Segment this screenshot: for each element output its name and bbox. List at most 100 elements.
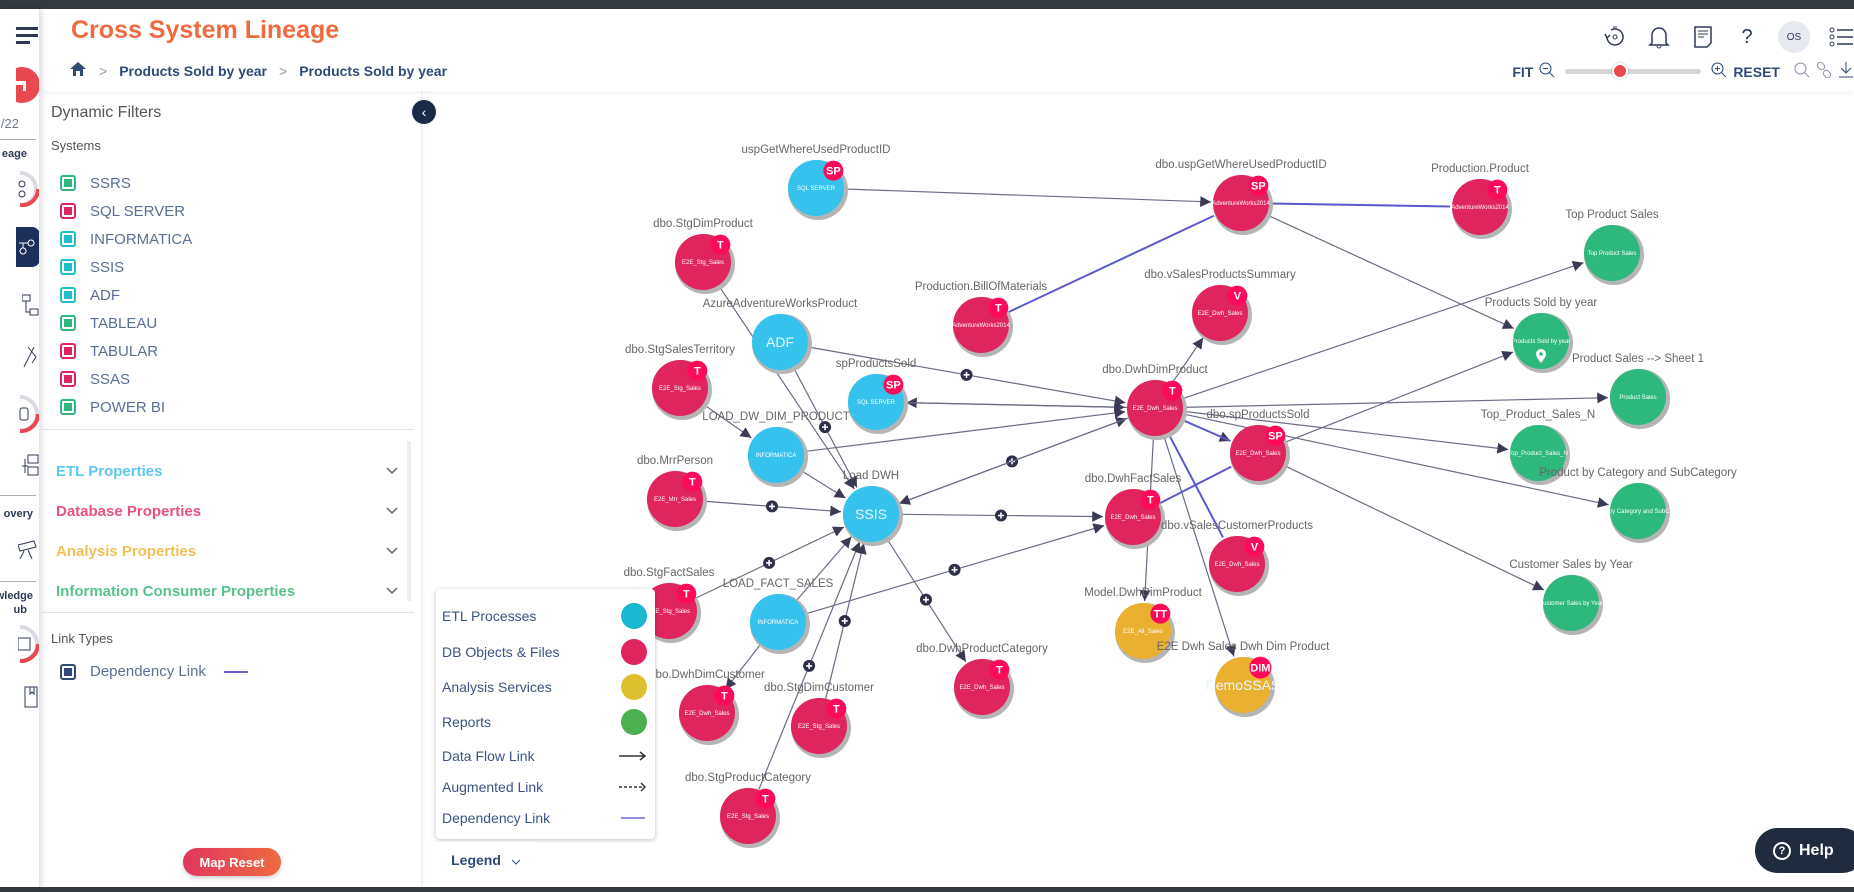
- lineage-node[interactable]: Product SalesProduct Sales --> Sheet 1: [1572, 353, 1704, 429]
- lineage-link-flow[interactable]: [803, 407, 1126, 453]
- lineage-link-flow[interactable]: [1182, 392, 1609, 408]
- checkbox[interactable]: [60, 371, 76, 387]
- zoom-out-icon[interactable]: [1539, 62, 1555, 81]
- property-section[interactable]: Database Properties: [56, 491, 406, 531]
- help-question-icon[interactable]: ?: [1741, 25, 1753, 48]
- link-type-dependency[interactable]: Dependency Link: [60, 663, 248, 680]
- notification-bell-icon[interactable]: [1646, 24, 1672, 50]
- lineage-ring-icon[interactable]: [0, 171, 39, 207]
- telescope-icon[interactable]: [0, 539, 39, 559]
- checkbox[interactable]: [60, 663, 76, 680]
- lineage-node[interactable]: Product by Category and SubCategoryProdu…: [1539, 467, 1737, 543]
- checkbox[interactable]: [60, 203, 76, 219]
- lineage-link-flow[interactable]: [898, 417, 1129, 505]
- catalog-ring-icon[interactable]: [0, 395, 39, 433]
- lineage-link-flow[interactable]: [1266, 214, 1514, 330]
- checkbox[interactable]: [60, 315, 76, 331]
- system-filter-item[interactable]: ADF: [60, 281, 192, 309]
- expand-plus-icon[interactable]: [763, 556, 776, 569]
- expand-plus-icon[interactable]: [919, 593, 932, 606]
- reset-button[interactable]: RESET: [1733, 63, 1780, 80]
- expand-plus-icon[interactable]: [819, 421, 832, 434]
- system-filter-item[interactable]: SSAS: [60, 365, 192, 393]
- lineage-link-dep[interactable]: [1180, 418, 1231, 442]
- map-reset-button[interactable]: Map Reset: [183, 848, 281, 876]
- checkbox[interactable]: [60, 399, 76, 415]
- history-timer-icon[interactable]: [1602, 24, 1628, 50]
- checkbox[interactable]: [60, 231, 76, 247]
- checkbox[interactable]: [60, 259, 76, 275]
- zoom-in-icon[interactable]: [1711, 62, 1727, 81]
- lineage-link-flow[interactable]: [724, 643, 762, 690]
- property-section[interactable]: Information Consumer Properties: [56, 571, 406, 611]
- expand-plus-icon[interactable]: [766, 500, 779, 513]
- property-section[interactable]: ETL Properties: [56, 451, 406, 491]
- collapse-panel-button[interactable]: ‹: [412, 100, 436, 124]
- expand-plus-icon[interactable]: [960, 368, 973, 381]
- expand-plus-icon[interactable]: [948, 563, 961, 576]
- checkbox[interactable]: [60, 343, 76, 359]
- search-icon[interactable]: [1794, 62, 1810, 81]
- system-filter-item[interactable]: INFORMATICA: [60, 225, 192, 253]
- lineage-link-flow[interactable]: [843, 188, 1212, 207]
- system-filter-item[interactable]: SSIS: [60, 253, 192, 281]
- lineage-link-flow[interactable]: [718, 284, 855, 490]
- expand-plus-icon[interactable]: [803, 659, 816, 672]
- system-filter-item[interactable]: SQL SERVER: [60, 197, 192, 225]
- home-icon[interactable]: [69, 61, 87, 80]
- lineage-link-flow[interactable]: [1181, 260, 1584, 400]
- zoom-slider-thumb[interactable]: [1611, 63, 1628, 79]
- lineage-node[interactable]: AdventureWorks2014Production.BillOfMater…: [915, 281, 1048, 357]
- system-filter-item[interactable]: SSRS: [60, 169, 192, 197]
- property-section[interactable]: Analysis Properties: [56, 531, 406, 571]
- cross-system-lineage-icon[interactable]: [0, 227, 39, 267]
- lineage-link-flow[interactable]: [1283, 350, 1514, 444]
- lineage-link-flow[interactable]: [702, 403, 752, 439]
- list-menu-icon[interactable]: [1828, 24, 1854, 50]
- lineage-link-flow[interactable]: [1282, 464, 1545, 591]
- hierarchy-icon[interactable]: [0, 293, 39, 317]
- lineage-link-flow[interactable]: [1182, 410, 1509, 454]
- legend-toggle-button[interactable]: Legend: [436, 842, 536, 878]
- zoom-slider[interactable]: [1565, 63, 1702, 79]
- knowledge-ring-icon[interactable]: [0, 625, 39, 663]
- checkbox[interactable]: [60, 287, 76, 303]
- lineage-node[interactable]: AdventureWorks2014dbo.uspGetWhereUsedPro…: [1155, 159, 1327, 235]
- checkbox[interactable]: [60, 175, 76, 191]
- fit-button[interactable]: FIT: [1512, 63, 1534, 80]
- system-filter-item[interactable]: TABULAR: [60, 337, 192, 365]
- lineage-link-flow[interactable]: [903, 401, 1126, 413]
- lineage-link-flow[interactable]: [799, 469, 846, 499]
- lineage-link-dep[interactable]: [1157, 465, 1232, 506]
- help-button[interactable]: ? Help: [1755, 828, 1854, 873]
- lineage-link-flow[interactable]: [795, 536, 852, 602]
- expand-plus-icon[interactable]: [995, 509, 1008, 522]
- lineage-link-flow[interactable]: [1162, 434, 1236, 657]
- breadcrumb-item[interactable]: Products Sold by year: [119, 62, 268, 79]
- user-avatar[interactable]: OS: [1778, 21, 1810, 53]
